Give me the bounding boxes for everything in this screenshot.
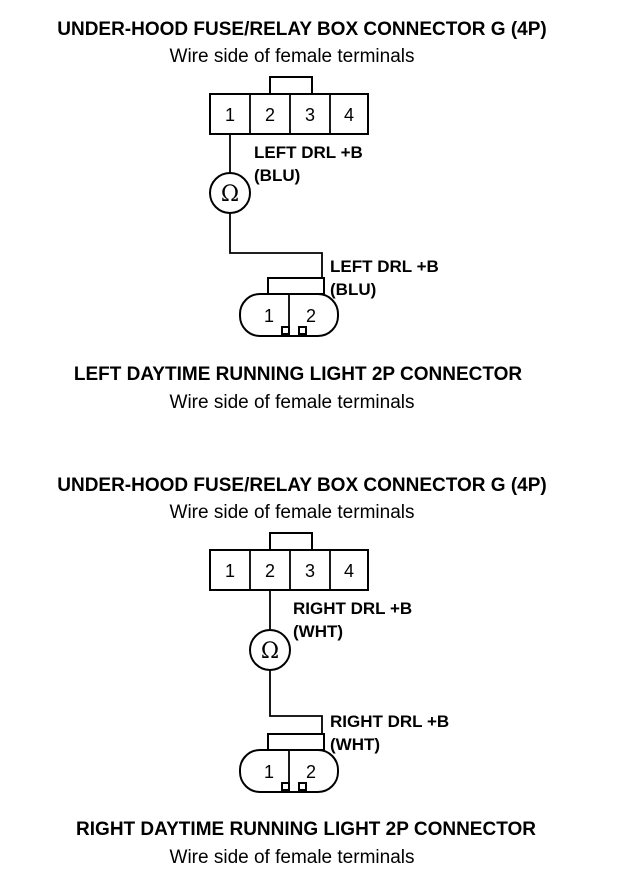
ohm-symbol: Ω <box>221 182 239 207</box>
pin-1-label: 1 <box>225 105 235 125</box>
wire-to-light <box>229 213 323 287</box>
wire-label-bottom: RIGHT DRL +B <box>330 712 449 731</box>
connector-body <box>209 549 369 591</box>
light-pin-2-label: 2 <box>306 306 316 326</box>
wire-to-light <box>269 670 323 740</box>
fuse-box-title: UNDER-HOOD FUSE/RELAY BOX CONNECTOR G (4… <box>57 19 546 40</box>
wire-label-bottom: LEFT DRL +B <box>330 257 439 276</box>
light-connector-title: RIGHT DAYTIME RUNNING LIGHT 2P CONNECTOR <box>76 819 536 840</box>
wire-color-top: (BLU) <box>254 166 300 185</box>
fuse-box-connector-4p: 1 2 3 4 <box>209 532 369 591</box>
connector-lock-tab <box>269 76 313 95</box>
light-connector-2p: 1 2 <box>239 277 339 337</box>
light-pin-2-label: 2 <box>306 762 316 782</box>
right-drl-diagram: UNDER-HOOD FUSE/RELAY BOX CONNECTOR G (4… <box>57 475 546 868</box>
wire-color-top: (WHT) <box>293 622 343 641</box>
ohm-symbol: Ω <box>261 639 279 664</box>
fuse-box-connector-4p: 1 2 3 4 <box>209 76 369 135</box>
connector-body <box>209 93 369 135</box>
light-connector-subtitle: Wire side of female terminals <box>170 847 415 868</box>
wire-label-top: RIGHT DRL +B <box>293 599 412 618</box>
wire-label-top: LEFT DRL +B <box>254 143 363 162</box>
light-connector-subtitle: Wire side of female terminals <box>170 392 415 413</box>
pin-4-label: 4 <box>344 561 354 581</box>
light-connector-lock-tab <box>267 277 325 295</box>
left-drl-diagram: UNDER-HOOD FUSE/RELAY BOX CONNECTOR G (4… <box>57 19 546 413</box>
wire-color-bottom: (WHT) <box>330 735 380 754</box>
connector-lock-tab <box>269 532 313 551</box>
light-connector-2p: 1 2 <box>239 733 339 793</box>
ohmmeter-icon: Ω <box>209 172 251 214</box>
fuse-box-subtitle: Wire side of female terminals <box>170 46 415 67</box>
pin-3-label: 3 <box>305 105 315 125</box>
light-connector-lock-tab <box>267 733 325 751</box>
light-pin-1-label: 1 <box>264 306 274 326</box>
pin-3-label: 3 <box>305 561 315 581</box>
light-connector-title: LEFT DAYTIME RUNNING LIGHT 2P CONNECTOR <box>74 364 523 385</box>
pin-2-label: 2 <box>265 105 275 125</box>
pin-1-label: 1 <box>225 561 235 581</box>
fuse-box-title: UNDER-HOOD FUSE/RELAY BOX CONNECTOR G (4… <box>57 475 546 496</box>
pin-4-label: 4 <box>344 105 354 125</box>
fuse-box-subtitle: Wire side of female terminals <box>170 502 415 523</box>
pin-2-label: 2 <box>265 561 275 581</box>
ohmmeter-icon: Ω <box>249 629 291 671</box>
light-pin-1-label: 1 <box>264 762 274 782</box>
wire-color-bottom: (BLU) <box>330 280 376 299</box>
